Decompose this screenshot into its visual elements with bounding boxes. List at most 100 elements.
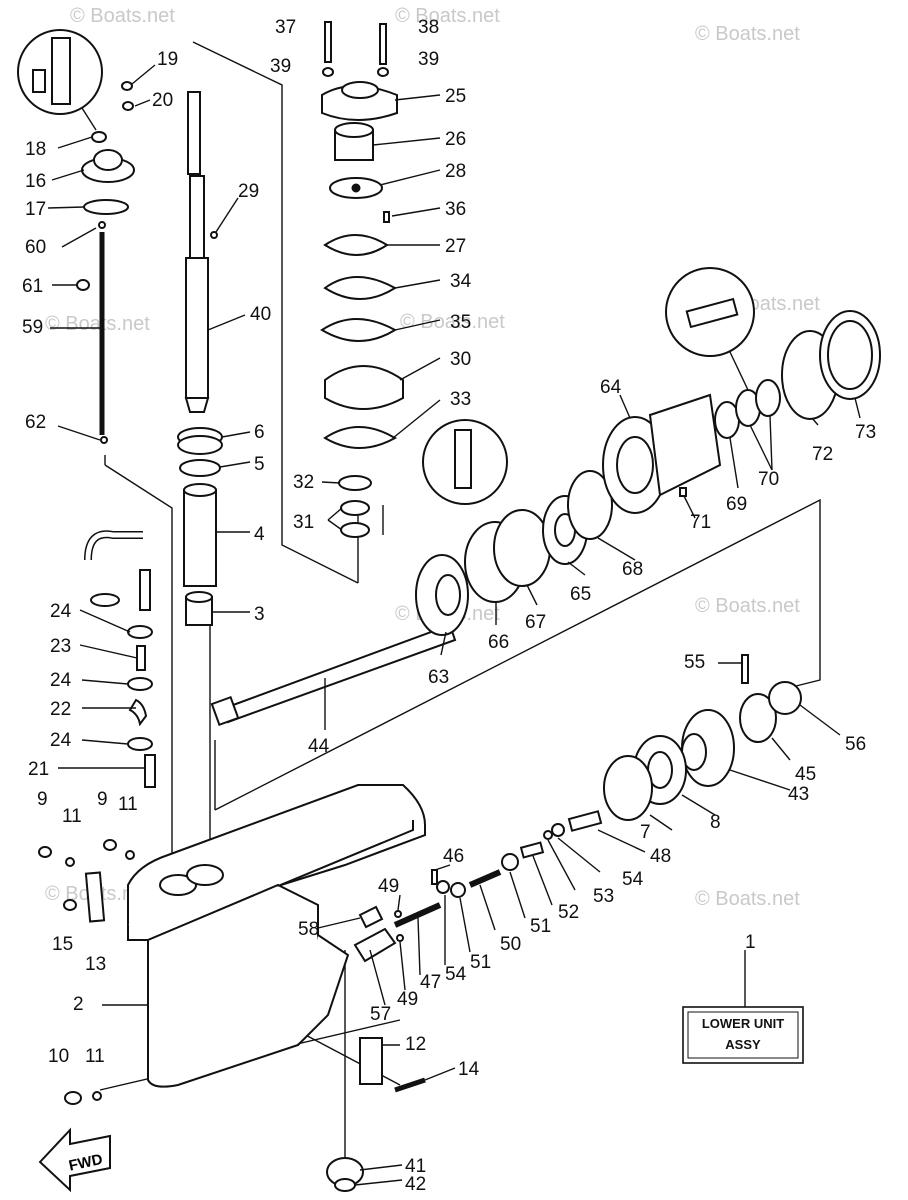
part-label: 13 — [85, 954, 106, 975]
part-label: 43 — [788, 784, 809, 805]
part-label: 29 — [238, 181, 259, 202]
part-label: 36 — [445, 199, 466, 220]
part-label: 52 — [558, 902, 579, 923]
part-label: 54 — [445, 964, 467, 985]
part-label: 45 — [795, 764, 816, 785]
part-label: 42 — [405, 1174, 426, 1195]
part-label: 11 — [62, 806, 82, 827]
part-label: 48 — [650, 846, 671, 867]
part-label: 49 — [397, 989, 418, 1010]
part-label: 22 — [50, 699, 71, 720]
part-label: 20 — [152, 90, 173, 111]
part-label: 26 — [445, 129, 466, 150]
part-label: 19 — [157, 49, 178, 70]
part-label: 11 — [85, 1046, 105, 1067]
part-label: 9 — [37, 789, 48, 810]
part-label: 60 — [25, 237, 46, 258]
part-label: 64 — [600, 377, 622, 398]
part-label: 8 — [710, 812, 721, 833]
part-label: 68 — [622, 559, 643, 580]
part-label: 72 — [812, 444, 833, 465]
watermark: © Boats.net — [70, 5, 175, 27]
part-label: 51 — [530, 916, 551, 937]
part-label: 15 — [52, 934, 73, 955]
watermark: © Boats.net — [695, 595, 800, 617]
part-label: 61 — [22, 276, 43, 297]
part-label: 54 — [622, 869, 644, 890]
part-label: 28 — [445, 161, 466, 182]
part-label: 65 — [570, 584, 591, 605]
part-label: 12 — [405, 1034, 426, 1055]
lower-case — [127, 784, 426, 1192]
part-label: 3 — [254, 604, 265, 625]
part-label: 39 — [270, 56, 291, 77]
part-label: 30 — [450, 349, 471, 370]
part-label: 51 — [470, 952, 491, 973]
watermark: © Boats.net — [400, 311, 505, 333]
part-label: 6 — [254, 422, 265, 443]
fwd-label: FWD — [67, 1151, 104, 1175]
part-label: 9 — [97, 789, 108, 810]
part-label: 27 — [445, 236, 466, 257]
part-label: 4 — [254, 524, 265, 545]
part-label: 73 — [855, 422, 876, 443]
part-label: 70 — [758, 469, 779, 490]
part-label: 47 — [420, 972, 441, 993]
part-label: 44 — [308, 736, 330, 757]
part-label: 66 — [488, 632, 509, 653]
part-label: 7 — [640, 822, 651, 843]
part-label: 69 — [726, 494, 747, 515]
part-numbers: 1 2 3 4 5 6 7 8 9 9 10 11 11 11 12 13 14… — [22, 17, 876, 1195]
part-label: 58 — [298, 919, 319, 940]
part-label: 32 — [293, 472, 314, 493]
part-label: 49 — [378, 876, 399, 897]
part-label: 14 — [458, 1059, 480, 1080]
part-label: 59 — [22, 317, 43, 338]
part-label: 2 — [73, 994, 84, 1015]
part-label: 41 — [405, 1156, 426, 1177]
part-label: 50 — [500, 934, 521, 955]
watermark: © Boats.net — [395, 5, 500, 27]
part-label: 24 — [50, 730, 72, 751]
part-label: 46 — [443, 846, 464, 867]
assembly-box: LOWER UNIT ASSY — [682, 1006, 804, 1064]
part-label: 11 — [118, 794, 138, 815]
part-label: 1 — [745, 932, 756, 953]
gear-parts — [210, 267, 881, 963]
part-label: 53 — [593, 886, 614, 907]
part-label: 37 — [275, 17, 296, 38]
part-label: 23 — [50, 636, 71, 657]
part-label: 71 — [690, 512, 711, 533]
box-line2: ASSY — [725, 1037, 761, 1052]
leader-lines — [47, 64, 861, 1186]
part-label: 63 — [428, 667, 449, 688]
part-label: 34 — [450, 271, 472, 292]
part-label: 18 — [25, 139, 46, 160]
part-label: 16 — [25, 171, 46, 192]
part-label: 21 — [28, 759, 49, 780]
watermark: © Boats.net — [695, 23, 800, 45]
part-label: 57 — [370, 1004, 391, 1025]
watermark: © Boats.net — [695, 888, 800, 910]
part-label: 62 — [25, 412, 46, 433]
part-label: 24 — [50, 601, 72, 622]
part-label: 55 — [684, 652, 705, 673]
part-label: 38 — [418, 17, 439, 38]
part-label: 25 — [445, 86, 466, 107]
part-label: 17 — [25, 199, 46, 220]
part-label: 56 — [845, 734, 866, 755]
part-label: 39 — [418, 49, 439, 70]
part-label: 31 — [293, 512, 314, 533]
water-pump-parts — [320, 21, 508, 538]
part-label: 33 — [450, 389, 471, 410]
watermark: © Boats.net — [45, 313, 150, 335]
part-label: 10 — [48, 1046, 69, 1067]
box-line1: LOWER UNIT — [702, 1016, 784, 1031]
part-label: 35 — [450, 312, 471, 333]
part-label: 5 — [254, 454, 265, 475]
part-label: 40 — [250, 304, 271, 325]
part-label: 67 — [525, 612, 546, 633]
driveshaft-parts — [177, 91, 223, 626]
part-label: 24 — [50, 670, 72, 691]
